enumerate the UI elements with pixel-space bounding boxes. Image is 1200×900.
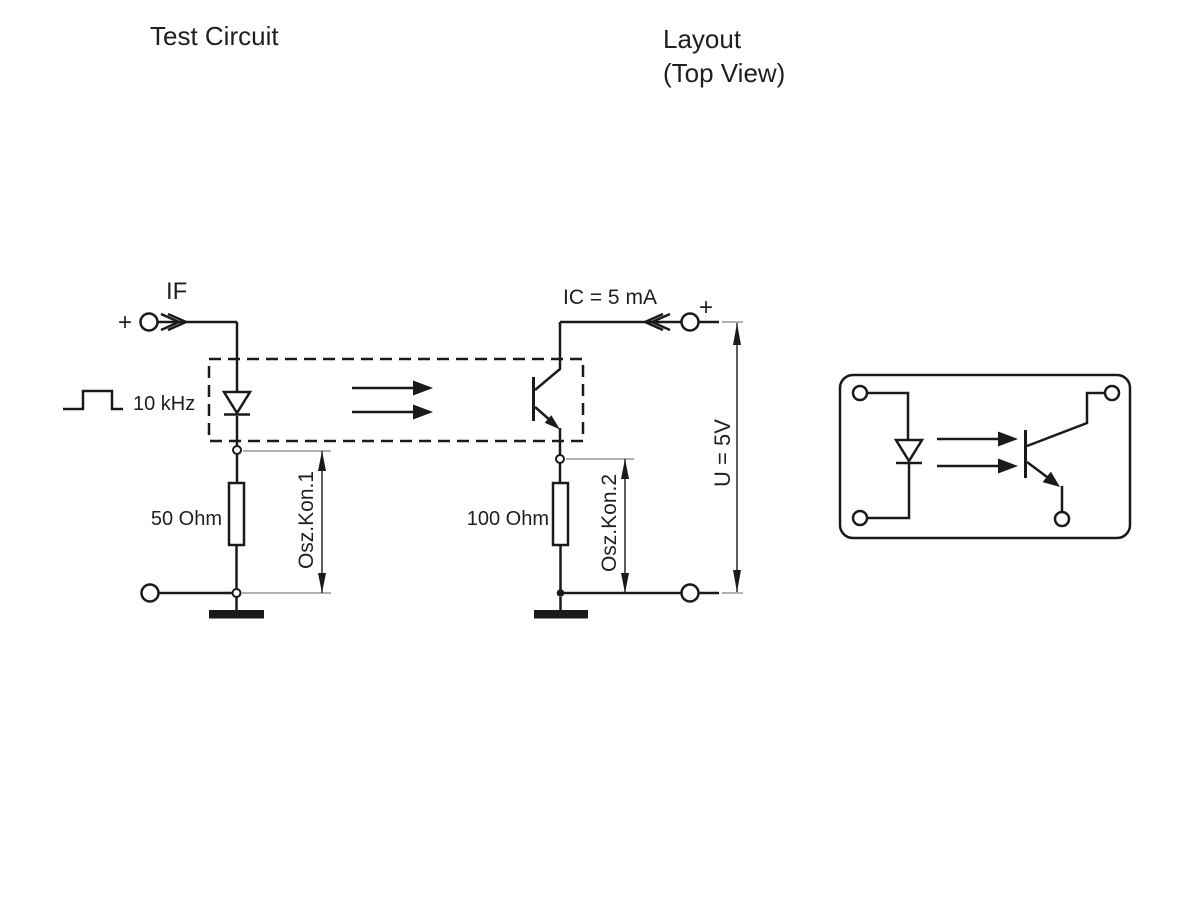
layout-title-line2: (Top View) (663, 58, 785, 88)
frequency-label: 10 kHz (133, 393, 195, 415)
plus-sign-output: + (699, 294, 713, 321)
resistor-r2-label: 100 Ohm (467, 508, 549, 530)
test-circuit-title: Test Circuit (150, 21, 279, 51)
test-circuit-diagram: IF + 10 kHz (63, 278, 743, 619)
if-current-label: IF (166, 278, 187, 305)
junction-node-emitter (555, 454, 565, 464)
pin-emitter (1053, 510, 1071, 528)
layout-top-view (838, 373, 1132, 540)
ic-current-label: IC = 5 mA (563, 286, 657, 309)
resistor-r1-label: 50 Ohm (151, 508, 222, 530)
layout-title-line1: Layout (663, 24, 742, 54)
layout-anode-wire (867, 391, 910, 440)
ground-symbol-right (534, 610, 588, 619)
plus-sign-input: + (118, 309, 132, 336)
scope2-label: Osz.Kon.2 (598, 474, 621, 572)
supply-dimension (722, 321, 743, 594)
input-terminal (139, 312, 159, 332)
layout-cathode-wire (867, 464, 911, 520)
scope1-label: Osz.Kon.1 (295, 471, 318, 569)
ground-terminal-left (140, 583, 160, 603)
ground-symbol-left (209, 610, 264, 619)
ic-current-arrow-icon (641, 312, 671, 332)
pin-anode (851, 384, 869, 402)
scope2-dimension (566, 458, 634, 593)
optocoupler-dashed-box (207, 357, 585, 443)
pin-cathode (851, 509, 869, 527)
phototransistor-icon (532, 322, 562, 455)
output-terminal (680, 312, 700, 332)
ground-terminal-right (680, 583, 700, 603)
layout-light-arrows-icon (937, 431, 1018, 474)
layout-led-diode-icon (893, 438, 925, 465)
resistor-r2 (551, 481, 570, 547)
square-wave-icon (63, 389, 123, 411)
scope1-dimension (242, 450, 331, 594)
junction-node-led (232, 445, 242, 455)
light-arrows-icon (352, 380, 433, 420)
resistor-r1 (227, 481, 246, 547)
package-outline (838, 373, 1132, 540)
supply-voltage-label: U = 5V (710, 419, 735, 487)
led-diode-icon (221, 390, 253, 416)
layout-phototransistor-icon (1024, 391, 1105, 512)
pin-collector (1103, 384, 1121, 402)
junction-node-r1 (231, 588, 242, 598)
if-current-arrow-icon (160, 312, 190, 332)
